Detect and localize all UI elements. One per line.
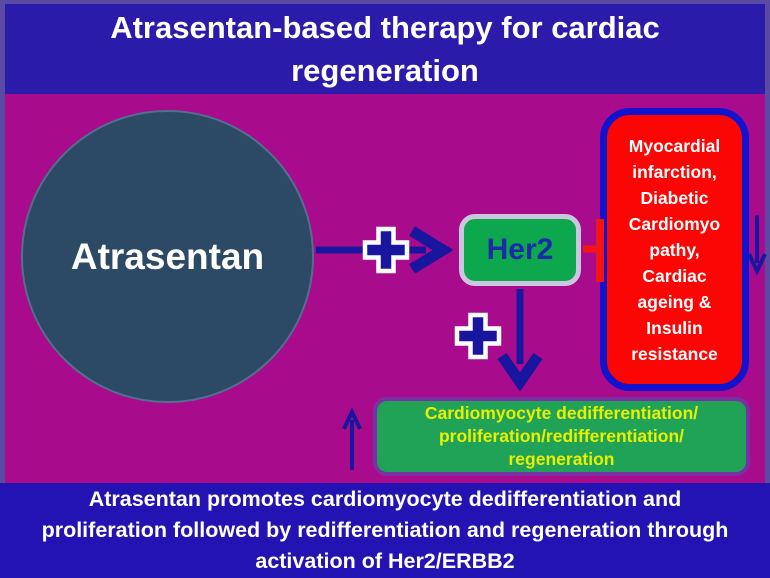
her2-label: Her2 — [486, 233, 554, 266]
outcome-text: Cardiomyocyte dedifferentiation/ prolife… — [424, 403, 699, 469]
outcome-box: Cardiomyocyte dedifferentiation/ prolife… — [373, 397, 750, 476]
caption-banner: Atrasentan promotes cardiomyocyte dediff… — [0, 483, 770, 578]
disease-text: Myocardial infarction, Diabetic Cardiomy… — [628, 135, 721, 364]
slide-title: Atrasentan-based therapy for cardiac reg… — [110, 10, 660, 88]
atrasentan-node: Atrasentan — [21, 110, 314, 403]
caption-text: Atrasentan promotes cardiomyocyte dediff… — [41, 487, 729, 573]
title-banner: Atrasentan-based therapy for cardiac reg… — [5, 4, 765, 94]
disease-box: Myocardial infarction, Diabetic Cardiomy… — [600, 108, 749, 391]
atrasentan-label: Atrasentan — [70, 235, 265, 277]
her2-node: Her2 — [459, 214, 581, 286]
